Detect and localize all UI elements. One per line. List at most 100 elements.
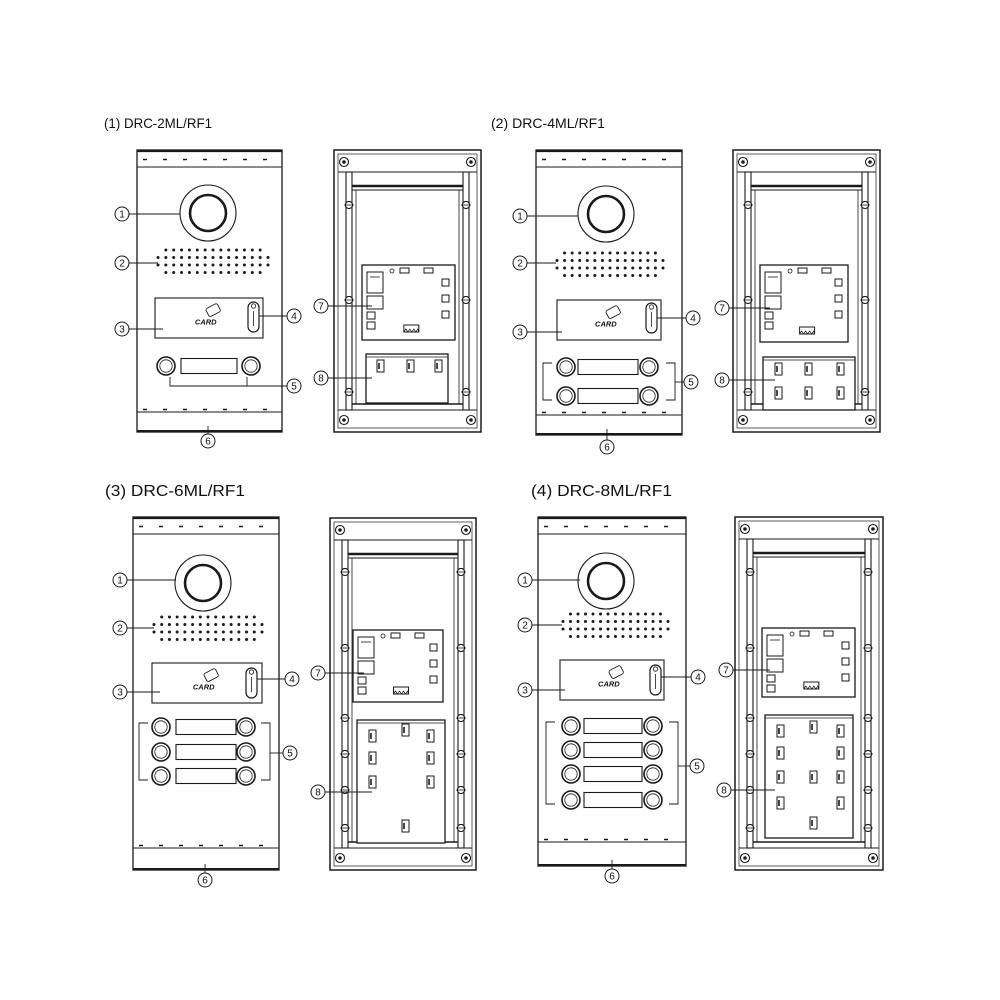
name-plate — [583, 765, 643, 783]
grille-hole — [229, 638, 233, 641]
connector-body — [368, 775, 377, 789]
name-plate — [577, 358, 639, 376]
grille-hole — [172, 256, 176, 259]
speaker-grille — [156, 248, 270, 274]
callout-circle — [114, 255, 130, 271]
grille-hole — [203, 271, 207, 274]
callout-number: 4 — [695, 673, 701, 684]
card-label: CARD — [195, 317, 217, 326]
main-pcb-board — [759, 264, 849, 343]
callout-number: 6 — [609, 872, 615, 883]
callout-circle — [313, 370, 329, 386]
call-button-row — [556, 357, 659, 377]
call-buttons — [156, 356, 261, 376]
rail-boss — [860, 295, 870, 305]
grille-hole — [167, 630, 171, 634]
grille-hole — [623, 259, 627, 262]
callout-2: 2 — [112, 620, 128, 636]
grille-hole — [599, 635, 602, 638]
right-rail — [861, 171, 869, 411]
grille-hole — [576, 620, 580, 623]
grille-hole — [187, 263, 191, 267]
grille-hole — [195, 271, 199, 274]
callout-8: 8 — [310, 784, 326, 800]
grille-hole — [260, 623, 264, 626]
grille-hole — [576, 627, 580, 631]
callout-number: 1 — [522, 576, 528, 587]
terminal-connector — [776, 770, 785, 784]
grille-hole — [164, 271, 168, 274]
connector-body — [426, 751, 435, 765]
grille-hole — [242, 271, 246, 274]
pcb-component — [766, 658, 784, 673]
callout-number: 8 — [315, 788, 321, 799]
grille-hole — [260, 630, 264, 634]
rail-boss — [745, 567, 755, 577]
corner-screw — [864, 156, 876, 168]
card-slot-indicator — [250, 303, 257, 309]
call-button-right — [643, 764, 663, 784]
rail-boss — [461, 200, 471, 210]
grille-hole — [666, 627, 670, 631]
terminal-connector — [804, 362, 813, 376]
grille-hole — [636, 627, 640, 631]
grille-hole — [659, 612, 662, 616]
grille-hole — [195, 256, 199, 259]
terminal-connector — [368, 729, 377, 743]
corner-screw — [867, 852, 879, 864]
rail-boss — [743, 295, 753, 305]
grille-hole — [206, 623, 210, 626]
grille-hole — [569, 612, 572, 616]
grille-hole — [252, 630, 256, 634]
callout-number: 7 — [315, 669, 321, 680]
grille-hole — [237, 638, 241, 641]
call-button-cap — [642, 389, 656, 403]
pcb-chip — [403, 324, 420, 333]
callout-number: 4 — [291, 312, 297, 323]
callout-circle — [517, 682, 533, 698]
rail-boss — [456, 785, 466, 795]
callout-circle — [112, 620, 128, 636]
card-logo-icon — [608, 665, 624, 679]
callout-number: 8 — [721, 786, 727, 797]
left-rail — [746, 538, 754, 849]
terminal-connector — [426, 751, 435, 765]
front-panel: CARD — [132, 516, 280, 871]
name-plate — [583, 791, 643, 809]
callout-circle — [286, 378, 302, 394]
callout-3: 3 — [512, 324, 528, 340]
grille-hole — [614, 627, 617, 631]
grille-hole — [175, 630, 179, 634]
camera-lens-ring — [188, 193, 228, 233]
callout-6: 6 — [604, 868, 620, 884]
callout-number: 2 — [119, 259, 125, 270]
grille-hole — [198, 615, 202, 619]
call-button-cap — [239, 769, 253, 783]
corner-screw — [338, 156, 350, 168]
grille-hole — [561, 620, 565, 623]
screw-center — [338, 528, 342, 532]
callout-circle — [718, 662, 734, 678]
call-buttons — [151, 717, 256, 786]
grille-hole — [569, 627, 572, 631]
grille-hole — [167, 615, 171, 619]
call-button-cap — [154, 745, 168, 759]
rail-boss — [340, 713, 350, 723]
pcb-component — [764, 295, 782, 310]
rail-boss — [456, 749, 466, 759]
grille-hole — [214, 615, 218, 619]
callout-6: 6 — [197, 872, 213, 888]
callout-6: 6 — [200, 433, 216, 449]
callout-5: 5 — [689, 758, 705, 774]
screw-center — [741, 160, 745, 164]
grille-hole — [152, 630, 156, 634]
grille-hole — [638, 259, 642, 262]
rail-boss — [745, 643, 755, 653]
grille-hole — [235, 248, 239, 252]
figure-title: (4) DRC-8ML/RF1 — [531, 483, 672, 500]
callout-number: 3 — [522, 686, 528, 697]
screw-center — [338, 856, 342, 860]
callout-number: 1 — [119, 210, 125, 221]
grille-hole — [221, 615, 225, 619]
